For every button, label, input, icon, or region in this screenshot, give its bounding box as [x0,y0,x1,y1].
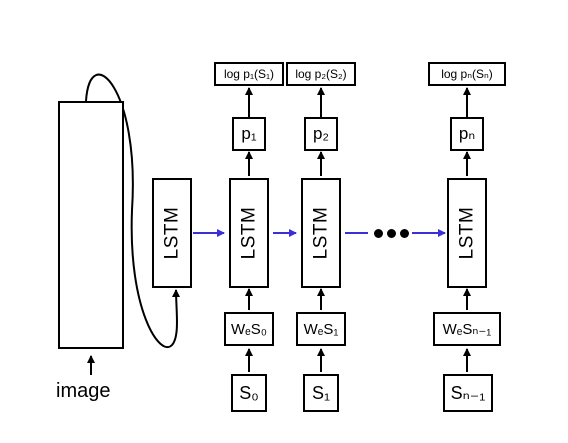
embedding-n-label: WₑSₙ₋₁ [442,321,492,338]
word-2-box: S₁ [303,374,339,412]
word-1-box: S₀ [231,374,267,412]
lstm-label: LSTM [310,206,331,260]
lstm-cell-2: LSTM [301,178,341,288]
lstm-label: LSTM [161,206,182,260]
ellipsis-dot [374,229,383,238]
log-prob-n-label: log pₙ(Sₙ) [441,67,493,81]
lstm-image-cell: LSTM [152,178,192,288]
ellipsis-dot [387,229,396,238]
lstm-label: LSTM [238,206,259,260]
embedding-1-label: WₑS₀ [231,320,267,338]
embedding-2-box: WₑS₁ [296,312,346,346]
lstm-cell-n: LSTM [447,178,487,288]
ellipsis-dot [400,229,409,238]
image-label: image [56,380,111,402]
prob-2-box: p₂ [304,117,338,151]
lstm-cell-1: LSTM [229,178,269,288]
prob-n-box: pₙ [450,117,484,151]
prob-2-label: p₂ [312,124,330,143]
prob-1-label: p₁ [241,124,257,143]
word-n-label: Sₙ₋₁ [450,382,486,403]
log-prob-2-label: log p₂(S₂) [295,67,347,81]
prob-1-box: p₁ [232,117,266,151]
image-cnn-box [58,101,124,349]
embedding-n-box: WₑSₙ₋₁ [433,312,501,346]
word-1-label: S₀ [239,382,259,403]
log-prob-2-box: log p₂(S₂) [286,62,356,86]
word-n-box: Sₙ₋₁ [443,374,493,412]
lstm-label: LSTM [456,206,477,260]
embedding-2-label: WₑS₁ [303,320,339,338]
word-2-label: S₁ [311,382,331,403]
embedding-1-box: WₑS₀ [224,312,274,346]
log-prob-1-box: log p₁(S₁) [214,62,284,86]
log-prob-n-box: log pₙ(Sₙ) [428,62,506,86]
prob-n-label: pₙ [458,124,476,143]
log-prob-1-label: log p₁(S₁) [223,67,275,81]
